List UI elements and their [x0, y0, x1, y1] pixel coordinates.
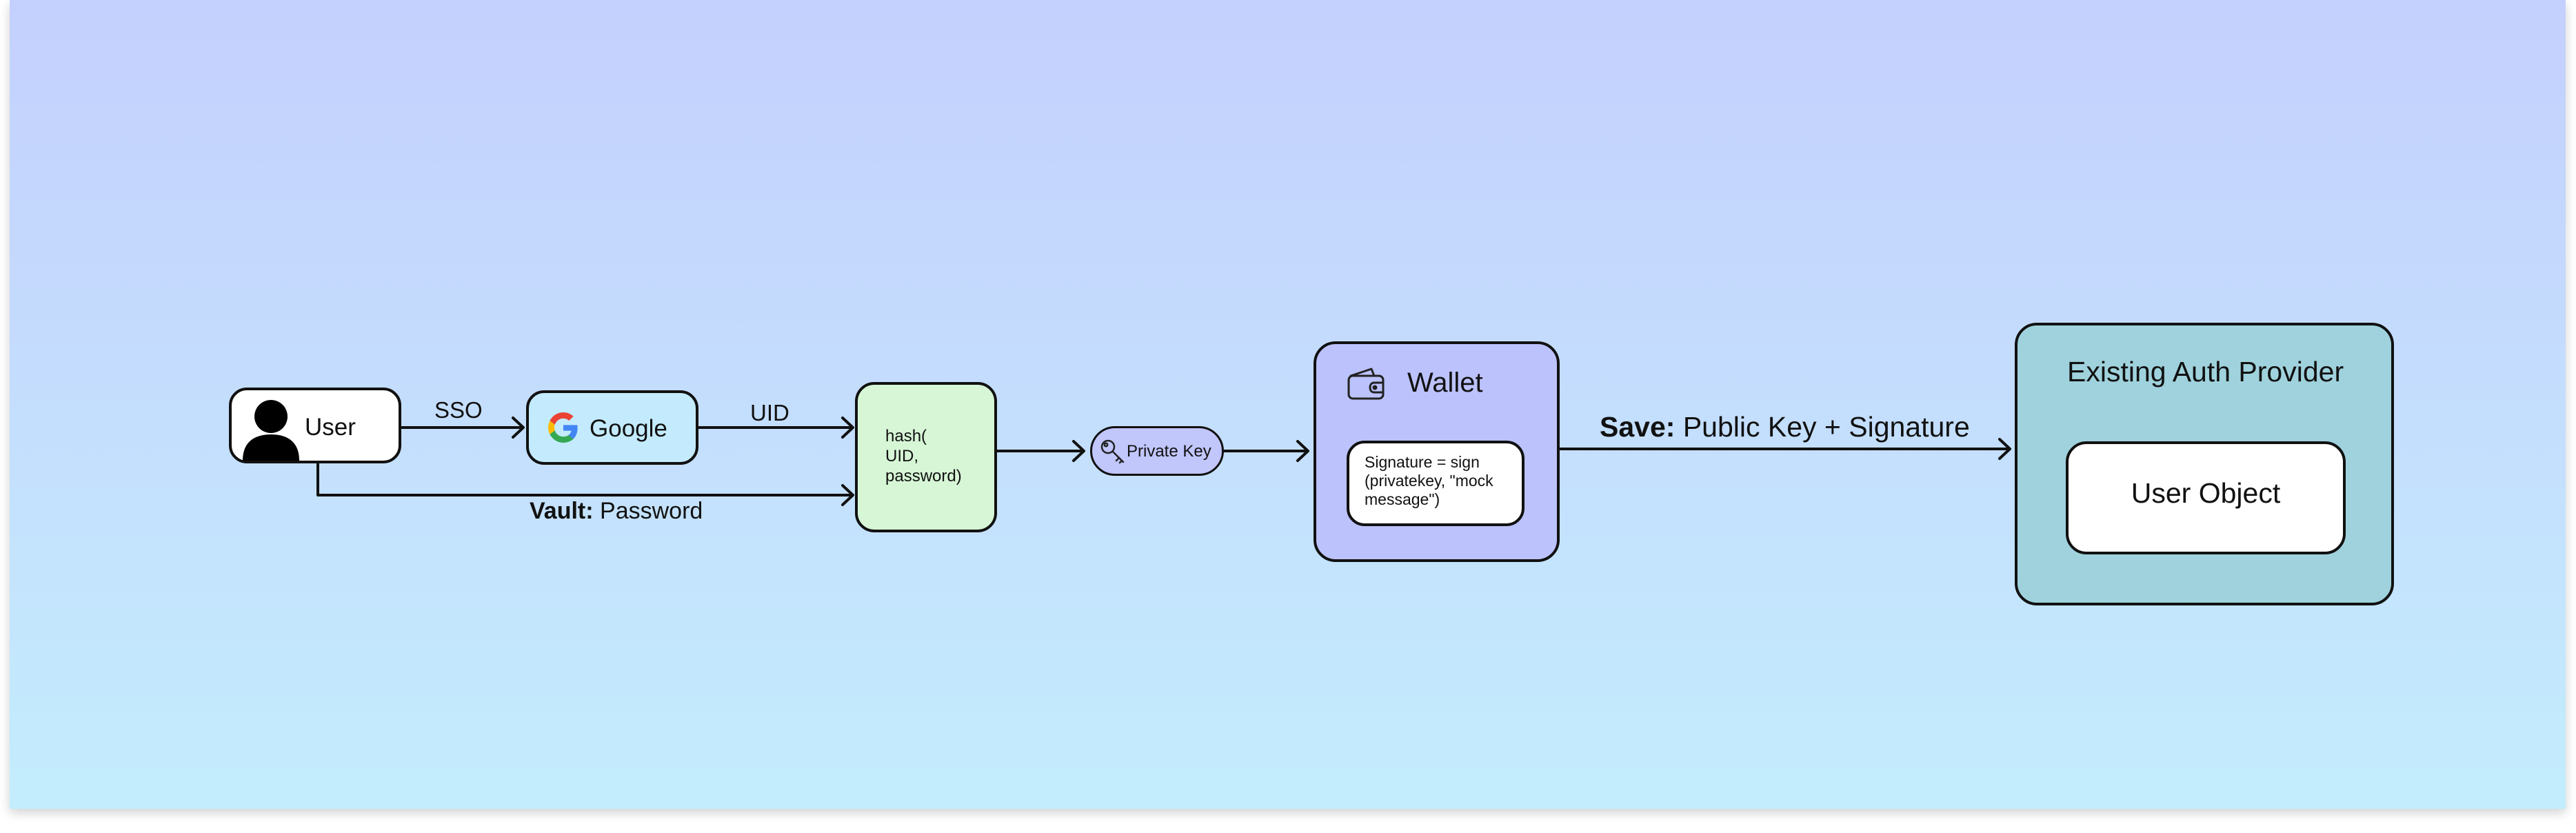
signature-node: Signature = sign (privatekey, "mock mess…: [1347, 441, 1525, 526]
auth-provider-label: Existing Auth Provider: [2067, 356, 2344, 388]
edge-user-hash-vault: [316, 462, 854, 496]
edge-label-sso: SSO: [434, 397, 483, 423]
google-label: Google: [590, 415, 667, 442]
wallet-node: Wallet Signature = sign (privatekey, "mo…: [1314, 341, 1560, 562]
edge-label-uid: UID: [750, 400, 789, 425]
edge-label-vault: Vault: Password: [530, 498, 703, 525]
arrowhead-user-hash: [841, 484, 854, 506]
connector-layer: [316, 417, 2011, 506]
auth-provider-node: Existing Auth Provider User Object: [2015, 323, 2394, 605]
signature-line-1: Signature = sign: [1365, 453, 1480, 471]
diagram-canvas: User Google SSO UID Vault: Password hash…: [10, 0, 2566, 809]
hash-node: hash( UID, password): [855, 382, 997, 532]
private-key-node: Private Key: [1090, 426, 1224, 476]
hash-line-2: UID,: [885, 447, 918, 465]
arrowhead-wallet-authprovider: [1998, 438, 2011, 460]
user-object-node: User Object: [2066, 441, 2346, 554]
signature-line-3: message"): [1365, 490, 1440, 508]
google-node: Google: [526, 390, 698, 465]
hash-text: hash( UID, password): [885, 426, 962, 486]
user-object-label: User Object: [2131, 477, 2281, 509]
signature-text: Signature = sign (privatekey, "mock mess…: [1365, 453, 1493, 509]
person-icon: [243, 400, 299, 461]
edge-label-save: Save: Public Key + Signature: [1600, 411, 1970, 443]
arrowhead-hash-privatekey: [1072, 440, 1085, 462]
vault-rest: Password: [593, 498, 703, 524]
arrowhead-google-hash: [841, 417, 854, 439]
user-node: User: [229, 388, 401, 463]
key-icon: [1100, 439, 1125, 464]
private-key-label: Private Key: [1127, 442, 1211, 461]
save-bold: Save:: [1600, 411, 1676, 443]
arrowhead-user-google: [512, 417, 525, 439]
hash-line-3: password): [885, 467, 962, 485]
user-label: User: [305, 414, 356, 441]
wallet-label: Wallet: [1407, 368, 1483, 398]
arrowhead-privatekey-wallet: [1296, 440, 1309, 462]
google-g-icon: [548, 412, 578, 443]
hash-line-1: hash(: [885, 427, 927, 445]
save-rest: Public Key + Signature: [1675, 411, 1970, 443]
vault-bold: Vault:: [530, 498, 594, 524]
signature-line-2: (privatekey, "mock: [1365, 472, 1493, 490]
wallet-icon: [1347, 368, 1385, 400]
